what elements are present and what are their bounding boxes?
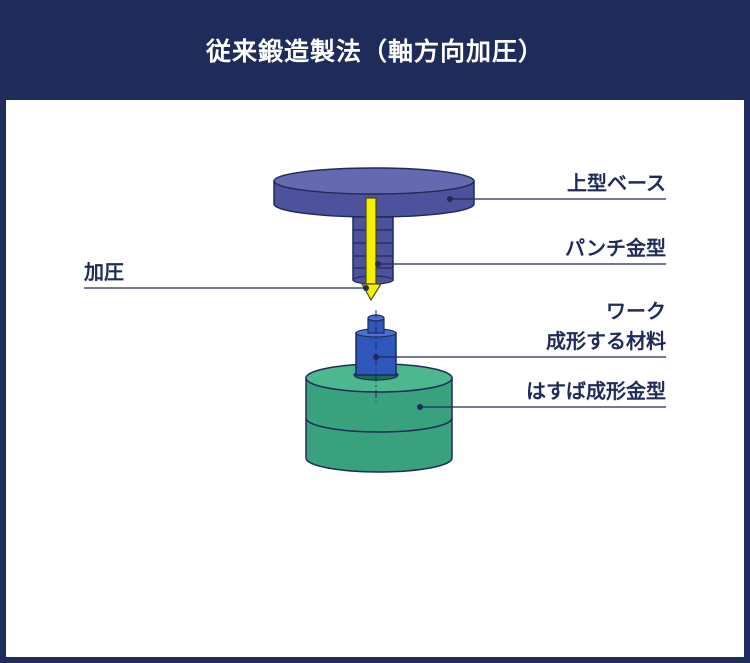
workpiece-shape — [355, 314, 397, 376]
header-bar: 従来鍛造製法（軸方向加圧） — [0, 0, 750, 100]
leader-dots — [363, 196, 453, 410]
page-title: 従来鍛造製法（軸方向加圧） — [205, 37, 544, 66]
label-workpiece-line2: 成形する材料 — [546, 329, 666, 353]
label-helical-die: はすば成形金型 — [526, 379, 666, 403]
label-upper-base: 上型ベース — [567, 171, 666, 195]
helical-die-shape — [305, 363, 453, 473]
label-pressure: 加圧 — [83, 260, 124, 284]
label-punch-die: パンチ金型 — [565, 236, 666, 260]
label-workpiece-line1: ワーク — [606, 299, 666, 323]
leader-lines — [84, 198, 666, 408]
